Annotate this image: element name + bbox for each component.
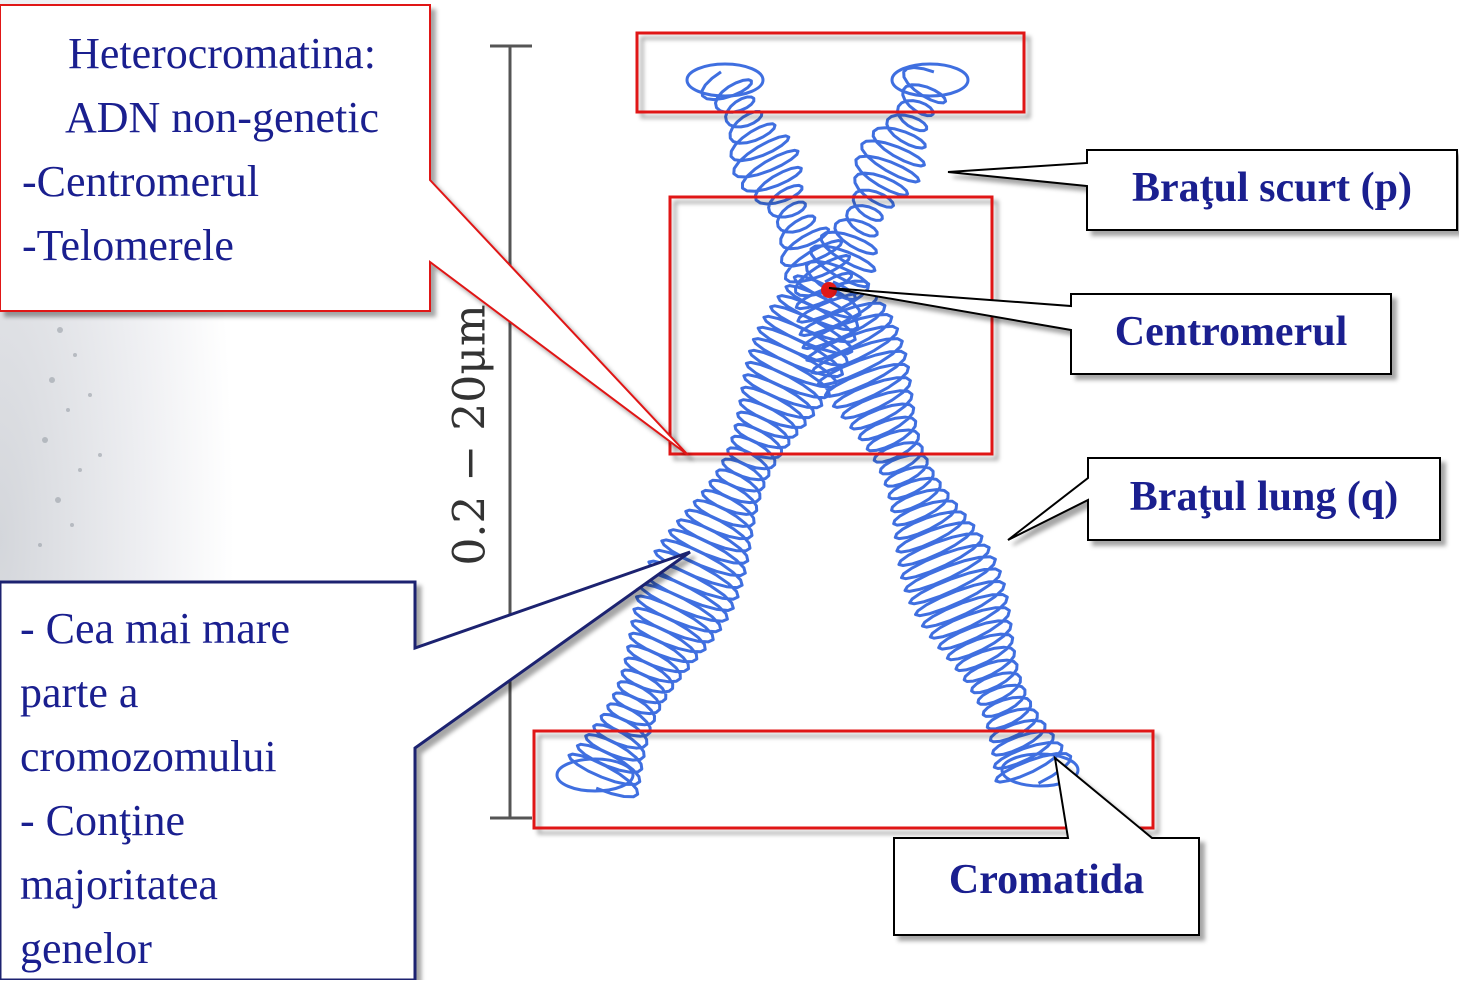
euchromatin-line: cromozomului — [20, 725, 290, 789]
short-arm-label: Braţul scurt (p) — [1087, 164, 1457, 212]
euchromatin-line: majoritatea — [20, 853, 290, 917]
chromatid-label: Cromatida — [894, 856, 1199, 904]
centromere-label: Centromerul — [1071, 308, 1391, 356]
heterochromatin-line: Heterocromatina: — [22, 22, 422, 86]
heterochromatin-text: Heterocromatina: ADN non-genetic -Centro… — [22, 22, 422, 278]
heterochromatin-line: -Centromerul — [22, 150, 422, 214]
euchromatin-line: - Conţine — [20, 789, 290, 853]
euchromatin-line: - Cea mai mare — [20, 597, 290, 661]
heterochromatin-line: -Telomerele — [22, 214, 422, 278]
heterochromatin-line: ADN non-genetic — [22, 86, 422, 150]
euchromatin-line: parte a — [20, 661, 290, 725]
telomere-loop — [892, 64, 968, 96]
scale-label: 0.2 − 20μm — [445, 304, 496, 565]
long-arm-left-coil — [569, 276, 860, 797]
centromere-dot — [821, 282, 837, 298]
scale-bar — [490, 46, 532, 818]
long-arm-right-coil — [796, 281, 1070, 783]
euchromatin-text: - Cea mai mare parte a cromozomului - Co… — [20, 597, 290, 981]
short-arm-right-coil — [807, 68, 946, 300]
long-arm-label: Braţul lung (q) — [1088, 473, 1440, 521]
euchromatin-line: genelor — [20, 917, 290, 981]
